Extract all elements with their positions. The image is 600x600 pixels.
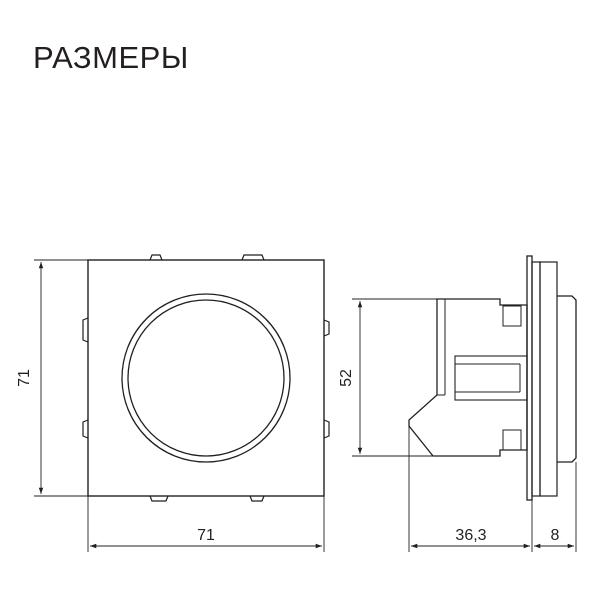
front-clip-top-left xyxy=(149,254,163,261)
front-clip-bottom-left xyxy=(149,495,169,502)
front-height-dimension xyxy=(34,259,88,497)
side-connector xyxy=(454,355,528,401)
side-mechanism-body xyxy=(408,298,528,457)
front-frame xyxy=(87,259,325,497)
page-title: РАЗМЕРЫ xyxy=(33,40,189,75)
side-height-dimension xyxy=(352,298,437,457)
front-clip-top-right xyxy=(241,254,265,261)
side-key-cap xyxy=(557,295,577,463)
front-view xyxy=(82,254,330,502)
front-clip-right-top xyxy=(323,319,330,337)
side-height-label: 52 xyxy=(338,369,355,387)
front-clip-bottom-right xyxy=(249,495,265,502)
front-button-inner-ring xyxy=(127,299,285,457)
front-height-label: 71 xyxy=(16,369,33,387)
side-frame-label: 8 xyxy=(551,527,560,544)
front-clip-right-bottom xyxy=(323,419,330,439)
side-depth-dimension xyxy=(408,426,533,552)
front-clip-left-top xyxy=(82,317,89,343)
side-depth-label: 36,3 xyxy=(455,527,486,544)
side-view xyxy=(408,255,577,501)
front-width-label: 71 xyxy=(197,527,215,544)
side-frame xyxy=(531,261,541,497)
front-button-outer-ring xyxy=(121,293,291,463)
front-width-dimension xyxy=(87,496,325,552)
side-mounting-plate xyxy=(526,255,533,501)
side-frame-dimension xyxy=(534,462,577,552)
front-clip-left-bottom xyxy=(82,419,89,439)
